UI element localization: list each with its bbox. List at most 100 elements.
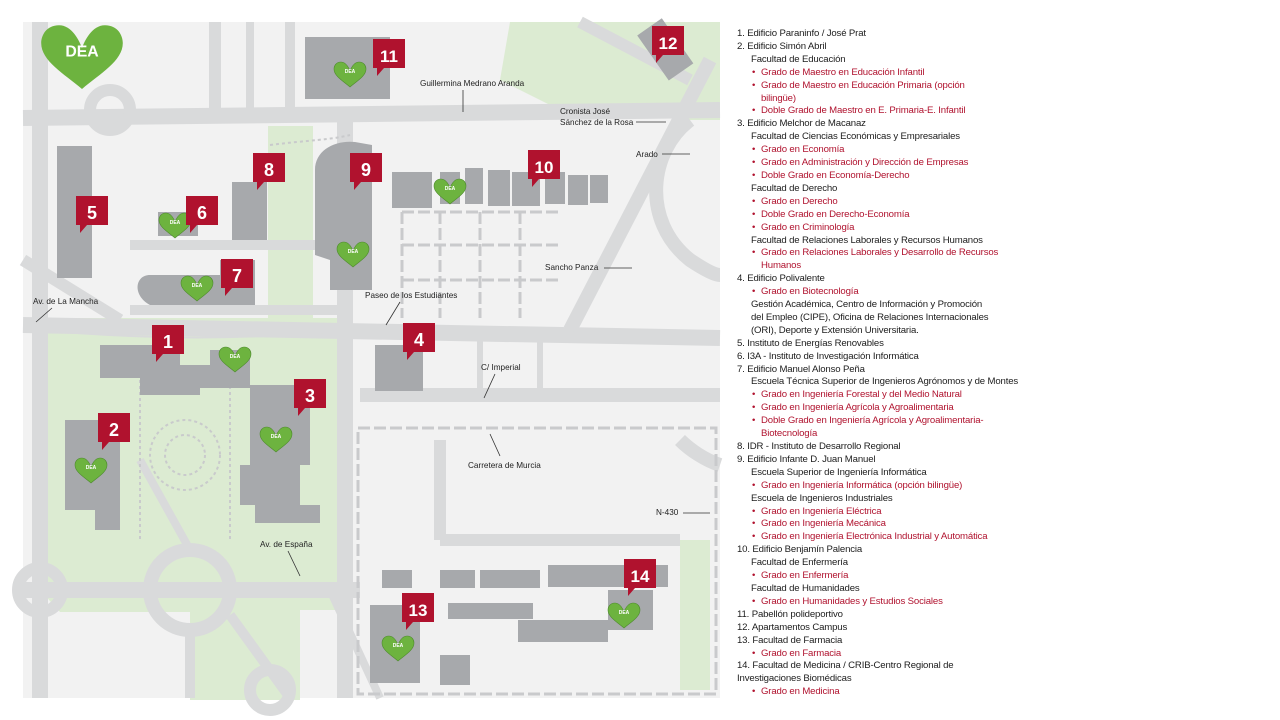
svg-text:3: 3 — [305, 386, 315, 406]
legend-faculty: Facultad de Humanidades — [751, 582, 860, 594]
legend-degree: Grado en Farmacia — [737, 648, 1277, 661]
legend-entry: 1. Edificio Paraninfo / José Prat — [737, 28, 1277, 41]
dea-heart-icon[interactable]: DEA — [259, 426, 293, 453]
legend-degree: Grado en Economía — [737, 144, 1277, 157]
legend-faculty: Facultad de Derecho — [751, 182, 838, 194]
garden-paths — [139, 134, 351, 540]
street-labels: Guillermina Medrano Aranda Cronista José… — [33, 79, 710, 577]
legend-building-title: 10. Edificio Benjamín Palencia — [737, 544, 863, 556]
street-arado-label: Arado — [636, 150, 658, 159]
dea-heart-icon[interactable]: DEA — [336, 241, 370, 268]
legend-faculty: Escuela Técnica Superior de Ingenieros A… — [751, 376, 1019, 388]
fenced-area — [356, 210, 718, 696]
legend-entry: 13. Facultad de FarmaciaGrado en Farmaci… — [737, 635, 1277, 661]
building-marker-8[interactable]: 8 — [253, 153, 285, 190]
dea-heart-icon[interactable]: DEA — [381, 635, 415, 662]
dea-logo-text: DEA — [65, 43, 98, 60]
legend-entry: 14. Facultad de Medicina / CRIB-Centro R… — [737, 660, 1277, 699]
legend-building-title: 5. Instituto de Energías Renovables — [737, 337, 884, 349]
dea-heart-icon[interactable]: DEA — [180, 275, 214, 302]
svg-text:8: 8 — [264, 160, 274, 180]
svg-text:DEA: DEA — [345, 69, 356, 75]
svg-text:12: 12 — [659, 34, 678, 53]
svg-text:DEA: DEA — [348, 249, 359, 255]
legend-degree: Grado en Biotecnología — [737, 286, 1277, 299]
dea-heart-icon[interactable]: DEA — [218, 346, 252, 373]
legend-degree: Grado en Administración y Dirección de E… — [737, 157, 1277, 170]
building-marker-3[interactable]: 3 — [294, 379, 326, 416]
legend-degree: Grado en Medicina — [737, 686, 1277, 699]
legend-degree: Doble Grado en Economía-Derecho — [737, 170, 1277, 183]
dea-heart-icon[interactable]: DEA — [333, 61, 367, 88]
legend-degree: Grado en Ingeniería Agrícola y Agroalime… — [737, 402, 1277, 415]
legend-degree: Grado en Humanidades y Estudios Sociales — [737, 596, 1277, 609]
street-guillermina-label: Guillermina Medrano Aranda — [420, 79, 525, 88]
building-marker-12[interactable]: 12 — [652, 26, 684, 63]
legend-entry: 4. Edificio PolivalenteGrado en Biotecno… — [737, 273, 1277, 338]
street-cronista-label-2: Sánchez de la Rosa — [560, 118, 634, 127]
legend-faculty: Escuela de Ingenieros Industriales — [751, 492, 893, 504]
legend-faculty: Facultad de Educación — [751, 53, 846, 65]
building-marker-5[interactable]: 5 — [76, 196, 108, 233]
legend-faculty: Facultad de Relaciones Laborales y Recur… — [751, 234, 983, 246]
legend-faculty: Facultad de Enfermería — [751, 557, 848, 569]
svg-text:DEA: DEA — [192, 283, 203, 289]
building-marker-11[interactable]: 11 — [373, 39, 405, 76]
svg-text:13: 13 — [409, 601, 428, 620]
legend-degree: Grado de Maestro en Educación Primaria (… — [737, 80, 1001, 106]
legend-degree: Doble Grado de Maestro en E. Primaria-E.… — [737, 105, 1277, 118]
legend-building-title: 1. Edificio Paraninfo / José Prat — [737, 28, 866, 39]
dea-hearts: DEA DEA DEA DEA DEA DEA DEA DEA DEA DEA — [74, 61, 641, 662]
building-marker-7[interactable]: 7 — [221, 259, 253, 296]
legend-building-title: 6. I3A - Instituto de Investigación Info… — [737, 350, 919, 362]
svg-text:DEA: DEA — [393, 643, 404, 649]
building-marker-4[interactable]: 4 — [403, 323, 435, 360]
dea-heart-icon[interactable]: DEA — [74, 457, 108, 484]
legend-degree: Doble Grado en Derecho-Economía — [737, 209, 1277, 222]
svg-text:5: 5 — [87, 203, 97, 223]
building-marker-10[interactable]: 10 — [528, 150, 560, 187]
svg-text:11: 11 — [380, 47, 398, 66]
legend-degree: Grado en Ingeniería Mecánica — [737, 518, 1277, 531]
dea-heart-icon[interactable]: DEA — [433, 178, 467, 205]
legend-building-title: 4. Edificio Polivalente — [737, 273, 825, 285]
building-marker-13[interactable]: 13 — [402, 593, 434, 630]
dea-heart-icon[interactable]: DEA — [158, 212, 192, 239]
svg-text:9: 9 — [361, 160, 371, 180]
street-imperial-label: C/ Imperial — [481, 363, 521, 372]
svg-text:DEA: DEA — [445, 186, 456, 192]
building-marker-14[interactable]: 14 — [624, 559, 656, 596]
svg-text:2: 2 — [109, 420, 119, 440]
legend-entry: 11. Pabellón polideportivo — [737, 609, 1277, 622]
legend-building-title: 7. Edificio Manuel Alonso Peña — [737, 363, 865, 375]
legend-degree: Grado en Criminología — [737, 222, 1277, 235]
svg-text:10: 10 — [535, 158, 554, 177]
legend-entry: 5. Instituto de Energías Renovables — [737, 338, 1277, 351]
legend-building-title: 14. Facultad de Medicina / CRIB-Centro R… — [737, 660, 954, 685]
building-marker-1[interactable]: 1 — [152, 325, 184, 362]
legend-degree: Grado en Ingeniería Forestal y del Medio… — [737, 389, 1277, 402]
street-mancha-label: Av. de La Mancha — [33, 297, 99, 306]
legend-faculty: Escuela Superior de Ingeniería Informáti… — [751, 466, 927, 478]
legend-building-title: 8. IDR - Instituto de Desarrollo Regiona… — [737, 441, 901, 452]
legend-building-title: 2. Edificio Simón Abril — [737, 40, 827, 52]
dea-heart-icon[interactable]: DEA — [607, 602, 641, 629]
legend-degree: Grado en Ingeniería Eléctrica — [737, 506, 1277, 519]
legend-entry: 12. Apartamentos Campus — [737, 622, 1277, 635]
svg-text:14: 14 — [631, 567, 650, 586]
svg-text:6: 6 — [197, 203, 207, 223]
legend-entry: 8. IDR - Instituto de Desarrollo Regiona… — [737, 441, 1277, 454]
legend-faculty: Gestión Académica, Centro de Información… — [751, 299, 989, 336]
legend-building-title: 3. Edificio Melchor de Macanaz — [737, 118, 866, 130]
building-marker-9[interactable]: 9 — [350, 153, 382, 190]
street-murcia-label: Carretera de Murcia — [468, 461, 541, 470]
dea-logo: DEA — [41, 25, 123, 89]
building-markers: 1 2 3 4 5 6 7 8 9 10 11 12 13 14 — [76, 26, 684, 630]
building-marker-2[interactable]: 2 — [98, 413, 130, 450]
building-marker-6[interactable]: 6 — [186, 196, 218, 233]
